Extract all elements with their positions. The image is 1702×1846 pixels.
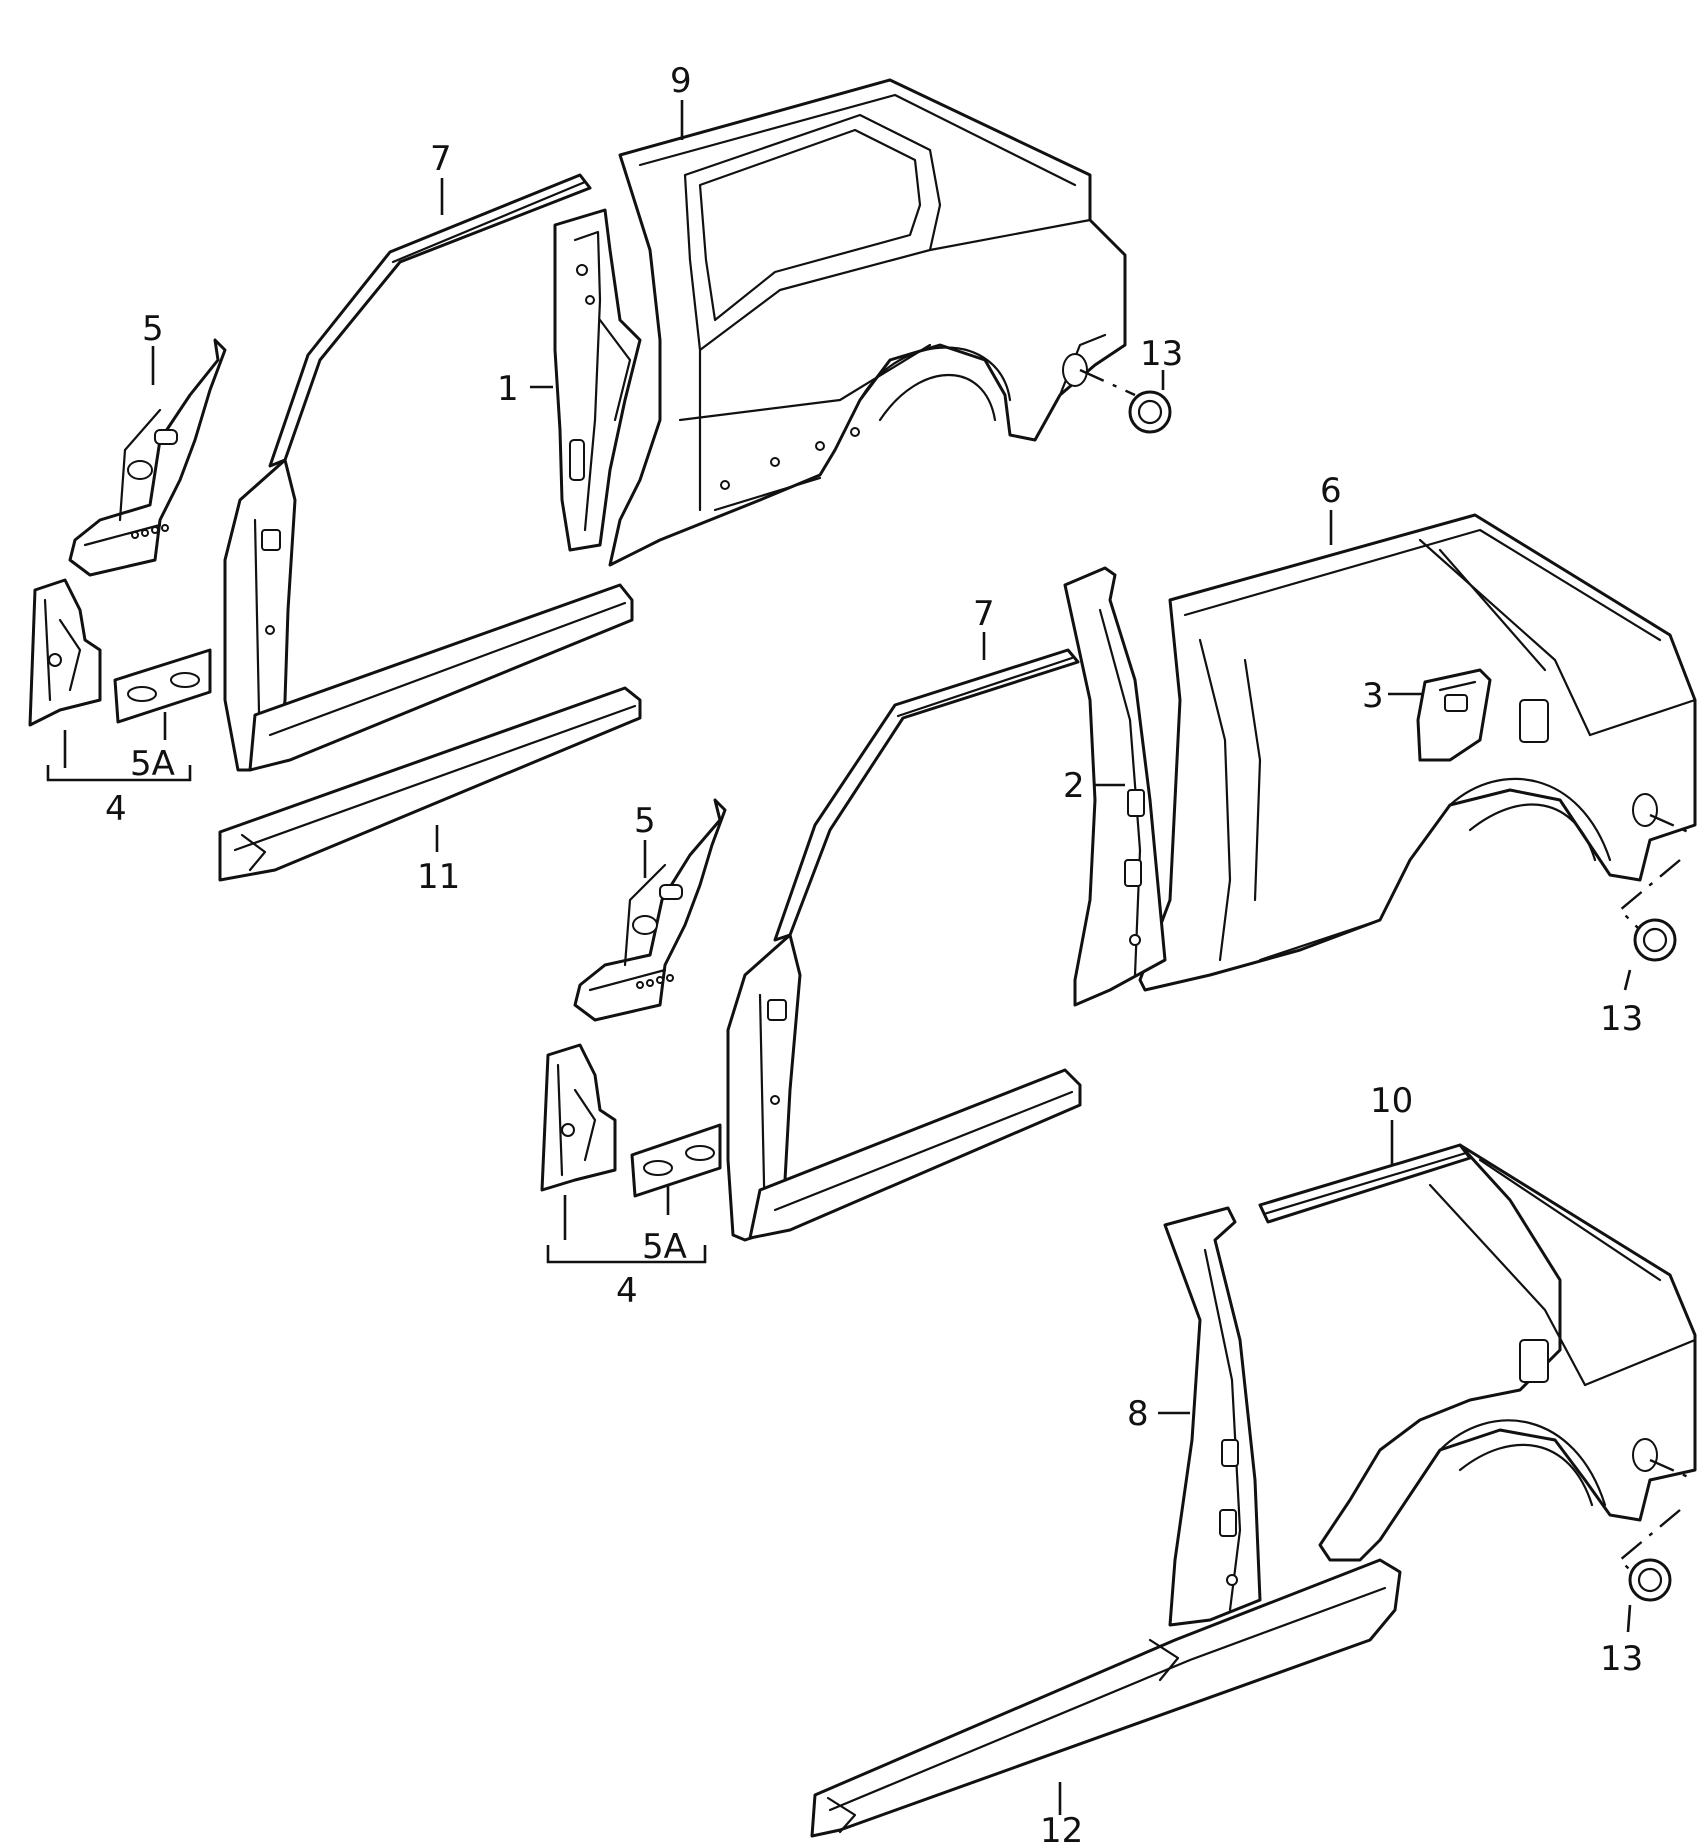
callout-7-top: 7 bbox=[430, 139, 452, 179]
group-four-door-variant bbox=[810, 1143, 1697, 1838]
callout-7-middle: 7 bbox=[973, 594, 995, 634]
part-10-roof-rail bbox=[1258, 1143, 1472, 1224]
part-11-sill-panel-2door bbox=[218, 686, 642, 882]
part-12-sill-panel bbox=[810, 1558, 1402, 1838]
part-13-plug-bottom bbox=[1618, 1458, 1696, 1602]
leader-lines bbox=[46, 100, 1632, 1815]
part-7-roof-rail-2door bbox=[268, 173, 592, 468]
callout-5-top: 5 bbox=[142, 309, 164, 349]
callout-5A-top: 5A bbox=[130, 744, 175, 784]
part-4-a-pillar-lower-4door bbox=[540, 1043, 617, 1192]
part-1-b-pillar-2door bbox=[553, 208, 642, 552]
part-7-roof-rail-4door bbox=[773, 648, 1080, 942]
part-3-bracket bbox=[1416, 668, 1492, 762]
callouts: 9 7 5 1 13 5A 4 11 6 7 3 2 5 13 10 5A 4 … bbox=[105, 61, 1643, 1846]
part-6-quarter-panel-4door bbox=[1138, 513, 1697, 992]
part-13-plug-top bbox=[1079, 368, 1172, 434]
callout-11: 11 bbox=[417, 857, 460, 897]
part-13-plug-middle bbox=[1618, 813, 1696, 962]
part-9-quarter-panel-2door bbox=[608, 78, 1127, 567]
part-5A-reinforcement-plate-2door bbox=[113, 648, 212, 724]
callout-9: 9 bbox=[670, 61, 692, 101]
callout-12: 12 bbox=[1040, 1811, 1083, 1846]
sill-inner-2door bbox=[248, 583, 634, 772]
group-four-door-side bbox=[540, 513, 1697, 1242]
sill-4door bbox=[748, 1068, 1082, 1240]
part-5A-reinforcement-plate-4door bbox=[630, 1123, 722, 1198]
callout-8: 8 bbox=[1127, 1394, 1149, 1434]
callout-1: 1 bbox=[497, 369, 519, 409]
callout-13-middle: 13 bbox=[1600, 999, 1643, 1039]
callout-13-bottom: 13 bbox=[1600, 1639, 1643, 1679]
part-5-a-pillar-reinforcement-4door bbox=[573, 798, 727, 1022]
callout-5A-middle: 5A bbox=[642, 1227, 687, 1267]
callout-4-top: 4 bbox=[105, 789, 127, 829]
quarter-panel-variant bbox=[1318, 1143, 1697, 1562]
part-8-b-pillar-variant bbox=[1163, 1206, 1262, 1627]
part-5-a-pillar-reinforcement-2door bbox=[68, 338, 227, 577]
group-two-door-side bbox=[28, 78, 1127, 882]
part-2-b-pillar-4door bbox=[1063, 566, 1167, 1007]
callout-10: 10 bbox=[1370, 1081, 1413, 1121]
callout-5-middle: 5 bbox=[634, 801, 656, 841]
callout-3: 3 bbox=[1362, 676, 1384, 716]
part-4-a-pillar-lower-2door bbox=[28, 578, 102, 727]
callout-2: 2 bbox=[1063, 766, 1085, 806]
callout-4-middle: 4 bbox=[616, 1271, 638, 1311]
callout-6: 6 bbox=[1320, 471, 1342, 511]
callout-13-top: 13 bbox=[1140, 334, 1183, 374]
